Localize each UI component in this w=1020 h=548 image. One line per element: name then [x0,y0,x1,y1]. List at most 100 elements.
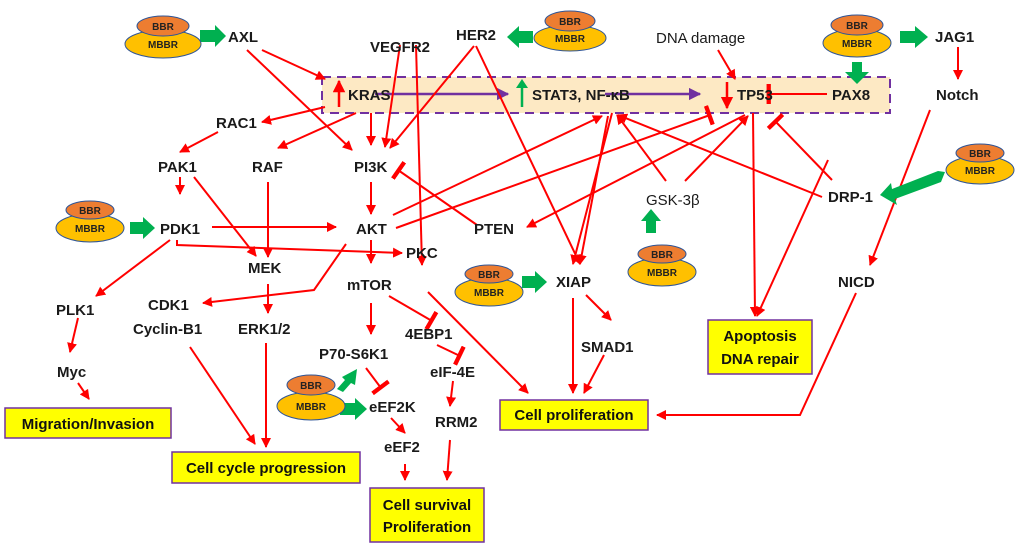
eif4e-to-rrm2 [446,380,457,407]
vegfr2-to-pi3k [381,44,401,148]
outcome-proliferation: Cell proliferation [499,399,649,431]
node-xiap: XIAP [556,274,591,291]
kras-to-rac1 [261,106,326,125]
xiap-to-smad1 [585,294,612,321]
vegfr2-to-pkc [415,44,427,266]
node-eef2k: eEF2K [369,399,416,416]
drug-to-drp1-arrow [880,171,945,205]
mbbr-label: MBBR [965,166,996,177]
bbr-label: BBR [152,22,174,33]
drug-to-pax8-arrow [845,62,869,84]
outcome-apoptosis: Apoptosis DNA repair [707,319,813,375]
node-rrm2: RRM2 [435,414,478,431]
gsk3b-to-tp53 [684,115,749,182]
drug-to-gsk3b-arrow [641,209,661,233]
outcome-survival-line2: Proliferation [383,519,471,536]
dna-damage-to-tp53 [717,49,736,80]
4ebp1-inhibits-eif4e [436,344,466,366]
her2-to-xiap [475,45,581,265]
mtor-inhibits-4ebp1 [388,295,439,331]
outcome-cell-cycle: Cell cycle progression [171,451,361,484]
mbbr-label: MBBR [296,402,327,413]
node-pi3k: PI3K [354,159,388,176]
drug-to-jag1-arrow [900,26,928,48]
her2-to-pi3k [389,45,475,149]
bbr-label: BBR [79,206,101,217]
drug-badge-pdk1: BBR MBBR [55,200,125,243]
akt-inhibits-tp53 [395,105,715,229]
axl-to-kras [261,49,326,80]
node-pak1: PAK1 [158,159,197,176]
tp53-to-pten [526,114,746,228]
node-pdk1: PDK1 [160,221,200,238]
notch-inhibits-apoptosis [756,159,829,317]
stat3-to-pkc-cross [576,115,609,265]
bbr-label: BBR [559,17,581,28]
node-mek: MEK [248,260,282,277]
drp1-to-stat3 [617,113,823,198]
node-notch: Notch [936,87,979,104]
drug-badge-jag1: BBR MBBR [822,14,892,58]
cyclinb1-to-cellcycle [189,346,256,445]
node-pten: PTEN [474,221,514,238]
bbr-label: BBR [300,381,322,392]
myc-to-migration [77,382,90,400]
node-4ebp1: 4EBP1 [405,326,453,343]
outcome-cell-cycle-label: Cell cycle progression [186,460,346,477]
node-tp53: TP53 [737,87,773,104]
outcome-apoptosis-line1: Apoptosis [723,328,796,345]
mbbr-label: MBBR [555,34,586,45]
node-eif4e: eIF-4E [430,364,475,381]
pdk1-to-pkc [176,240,403,258]
node-erk: ERK1/2 [238,321,291,338]
pak1-to-mek [193,176,257,257]
node-cdk1: CDK1 [148,297,189,314]
node-jag1: JAG1 [935,29,974,46]
bbr-label: BBR [478,270,500,281]
kras-to-raf [277,112,357,149]
node-dna-damage: DNA damage [656,30,745,47]
gsk3b-to-stat3 [616,114,667,182]
nicd-to-proliferation [656,292,857,420]
outcome-survival-line1: Cell survival [383,497,471,514]
node-akt: AKT [356,221,387,238]
node-her2: HER2 [456,27,496,44]
outcome-proliferation-label: Cell proliferation [514,407,633,424]
bbr-label: BBR [846,21,868,32]
pten-inhibits-pi3k [391,160,478,226]
mbbr-label: MBBR [647,268,678,279]
node-pkc: PKC [406,245,438,262]
node-raf: RAF [252,159,283,176]
mbbr-label: MBBR [75,224,106,235]
node-labels: AXL VEGFR2 HER2 DNA damage JAG1 KRAS STA… [56,27,979,456]
drug-badge-axl: BBR MBBR [124,15,202,59]
node-eef2: eEF2 [384,439,420,456]
node-stat3-nfkb: STAT3, NF-κB [532,87,630,104]
outcome-apoptosis-line2: DNA repair [721,351,799,368]
node-axl: AXL [228,29,258,46]
drug-to-eef2k-arrow [340,398,367,420]
drug-to-her2-arrow [507,26,533,48]
node-myc: Myc [57,364,86,381]
drug-badge-p70: BBR MBBR [276,374,346,421]
mbbr-label: MBBR [148,40,179,51]
mbbr-label: MBBR [842,39,873,50]
drug-to-xiap-arrow [522,271,547,293]
axl-to-pi3k [246,49,353,151]
drug-to-axl-arrow [200,25,226,47]
rac1-to-pak1 [179,131,219,153]
bbr-label: BBR [651,250,673,261]
bbr-label: BBR [969,149,991,160]
drug-to-pdk1-arrow [130,217,155,239]
drug-badge-gsk3b: BBR MBBR [627,244,697,287]
drug-badge-drp1: BBR MBBR [945,143,1015,185]
outcome-migration: Migration/Invasion [4,407,172,439]
node-cyclin-b1: Cyclin-B1 [133,321,202,338]
pdk1-to-plk1 [95,239,171,297]
drug-to-p70-arrow [337,369,357,392]
tp53-to-apoptosis [749,112,760,317]
smad1-to-proliferation [583,354,605,394]
plk1-to-myc [67,317,79,353]
